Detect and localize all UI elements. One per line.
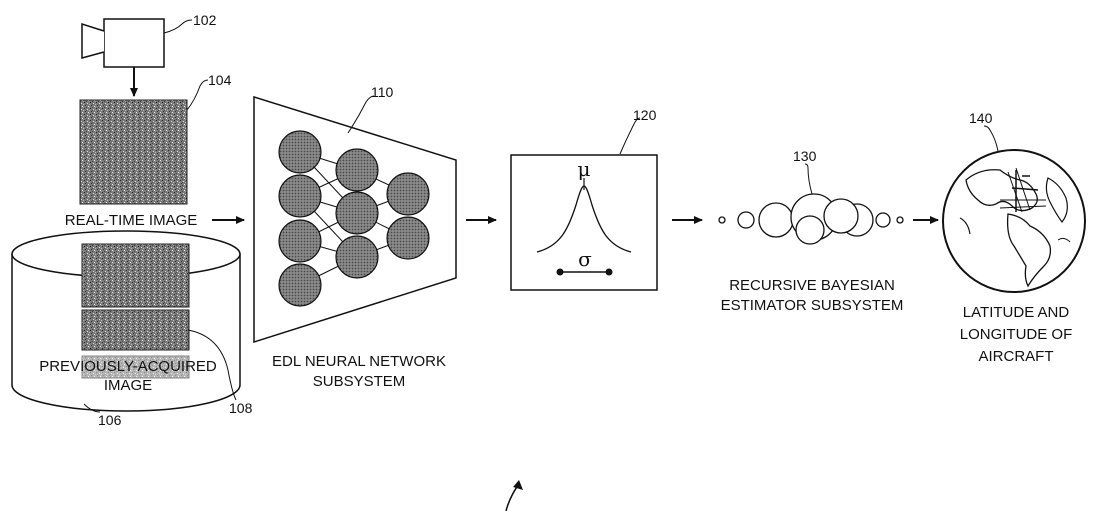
neural-network-ref-leader bbox=[348, 96, 374, 133]
camera-ref: 102 bbox=[193, 12, 217, 28]
realtime-image-label: REAL-TIME IMAGE bbox=[65, 212, 198, 229]
globe-label-line3: AIRCRAFT bbox=[979, 348, 1054, 365]
distribution-ref: 120 bbox=[633, 107, 657, 123]
globe-label-line2: LONGITUDE OF bbox=[960, 326, 1073, 343]
sigma-symbol: σ bbox=[578, 247, 592, 271]
bayesian-ref-leader bbox=[805, 164, 812, 194]
database-label-line1: PREVIOUSLY-ACQUIRED bbox=[39, 358, 217, 375]
bayesian-label-line2: ESTIMATOR SUBSYSTEM bbox=[721, 297, 904, 314]
realtime-image-ref: 104 bbox=[208, 72, 232, 88]
figure-pointer-arrowhead bbox=[513, 480, 523, 490]
mu-symbol: μ bbox=[578, 157, 591, 181]
database-ref: 106 bbox=[98, 412, 122, 428]
camera-ref-leader bbox=[164, 20, 192, 33]
realtime-image-ref-leader bbox=[187, 80, 208, 110]
previously-acquired-image-tile-1 bbox=[82, 244, 189, 307]
bubble-cluster bbox=[719, 194, 903, 244]
sigma-dot-right bbox=[606, 269, 613, 276]
camera-icon bbox=[82, 19, 164, 67]
globe-icon bbox=[943, 150, 1085, 292]
neural-network-ref: 110 bbox=[371, 84, 394, 100]
bayesian-label-line1: RECURSIVE BAYESIAN bbox=[729, 277, 895, 294]
bayesian-ref: 130 bbox=[793, 148, 817, 164]
globe-ref-leader bbox=[984, 126, 998, 151]
realtime-image bbox=[80, 100, 187, 204]
neural-network-label-line1: EDL NEURAL NETWORK bbox=[272, 353, 446, 370]
database-label-line2: IMAGE bbox=[104, 377, 152, 394]
neural-network-label-line2: SUBSYSTEM bbox=[313, 373, 406, 390]
globe-ref: 140 bbox=[969, 110, 993, 126]
distribution-ref-leader bbox=[620, 118, 640, 154]
sigma-dot-left bbox=[557, 269, 564, 276]
previously-acquired-image-tile-2 bbox=[82, 310, 189, 350]
image-ref: 108 bbox=[229, 400, 253, 416]
globe-label-line1: LATITUDE AND bbox=[963, 304, 1070, 321]
